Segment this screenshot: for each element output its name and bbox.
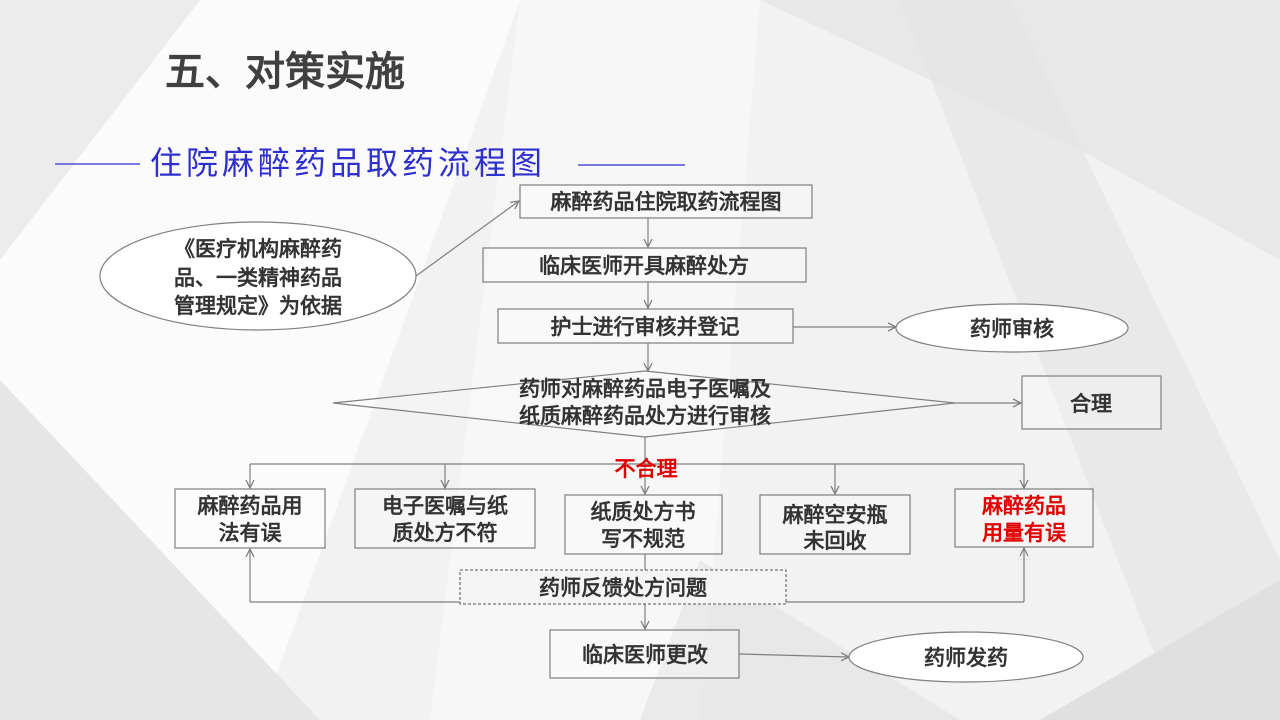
dispense-label: 药师发药 [924,646,1008,670]
issue-usage-line-1: 麻醉药品用 [197,494,303,518]
decision-line-2: 纸质麻醉药品处方进行审核 [519,404,771,428]
prescribe-label: 临床医师开具麻醉处方 [539,254,749,278]
basis-line-2: 品、一类精神药品 [174,266,342,290]
decision-diamond [332,370,956,438]
start-label: 麻醉药品住院取药流程图 [550,190,782,214]
page-title: 五、对策实施 [165,50,405,94]
nurse-review-box [497,308,794,344]
revise-box [549,629,740,679]
dispense-ellipse [848,631,1084,683]
issue-mismatch-line-1: 电子医嘱与纸 [382,494,508,518]
pharmacist-review-label: 药师审核 [970,317,1054,341]
issue-writing-line-1: 纸质处方书 [591,500,696,524]
issue-writing-line-2: 写不规范 [601,528,685,551]
reasonable-box [1021,375,1162,430]
issue-dosage-line-1: 麻醉药品 [981,494,1066,518]
flowchart-subtitle: 住院麻醉药品取药流程图 [150,144,547,182]
background-shape [760,0,1280,260]
pharmacist-review-ellipse [895,303,1129,353]
background-shape [0,0,200,260]
feedback-box [459,569,787,605]
unreasonable-label: 不合理 [615,457,678,481]
revise-label: 临床医师更改 [582,643,709,667]
issue-box-usage [174,488,326,549]
feedback-label: 药师反馈处方问题 [539,576,708,600]
issue-box-mismatch [354,488,536,549]
basis-ellipse [99,221,417,331]
start-box [519,184,813,219]
reasonable-label: 合理 [1070,392,1112,416]
background-shape [900,0,1280,720]
issue-box-dosage [954,488,1094,548]
basis-line-1: 《医疗机构麻醉药 [174,237,342,261]
decision-line-1: 药师对麻醉药品电子医嘱及 [519,377,772,401]
arrow-revise-to-dispense [738,654,849,657]
issue-usage-line-2: 法有误 [219,521,283,545]
background-shape [430,0,760,720]
issue-box-writing [564,494,723,555]
background-shape [1040,580,1280,720]
nurse-review-label: 护士进行审核并登记 [551,315,740,339]
issue-ampoule-line-2: 未回收 [804,529,867,553]
arrow-basis-to-start [415,201,519,277]
issue-ampoule-line-1: 麻醉空安瓶 [782,503,888,527]
basis-line-3: 管理规定》为依据 [174,294,342,318]
issue-dosage-line-2: 用量有误 [982,521,1067,545]
issue-box-ampoule [759,494,911,555]
issue-mismatch-line-2: 质处方不符 [393,521,498,545]
prescribe-box [482,247,807,283]
background-shape [0,380,320,720]
